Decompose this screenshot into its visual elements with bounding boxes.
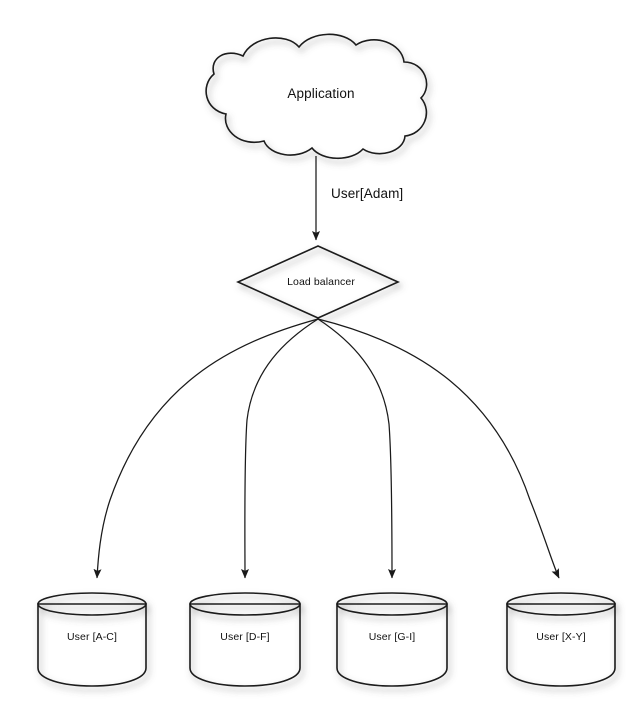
- edge-load-balancer-to-db-2: [317, 318, 396, 579]
- node-database-2[interactable]: [336, 592, 448, 687]
- edge-load-balancer-to-db-0: [93, 318, 319, 579]
- node-database-1[interactable]: [189, 592, 301, 687]
- edge-label-user-adam: User[Adam]: [331, 186, 404, 201]
- node-application[interactable]: [205, 33, 428, 160]
- edge-load-balancer-to-db-1: [240, 318, 319, 579]
- node-database-3[interactable]: [506, 592, 616, 687]
- database-label-2: User [G-I]: [368, 631, 416, 643]
- database-label-1: User [D-F]: [220, 631, 270, 643]
- edge-load-balancer-to-db-3: [317, 318, 560, 579]
- database-label-0: User [A-C]: [66, 631, 117, 643]
- node-database-0[interactable]: [37, 592, 147, 687]
- load-balancer-label: Load balancer: [287, 276, 355, 288]
- database-label-3: User [X-Y]: [536, 631, 586, 643]
- node-load-balancer[interactable]: [236, 245, 400, 319]
- application-label: Application: [287, 86, 355, 101]
